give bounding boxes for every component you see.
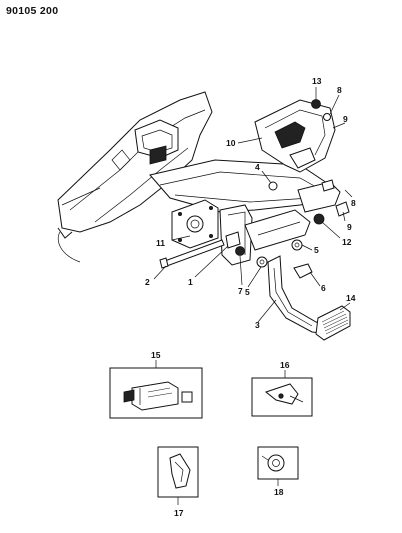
callout-2: 2	[145, 277, 150, 287]
callout-11: 11	[156, 238, 165, 248]
callout-1: 1	[188, 277, 193, 287]
pushrod	[159, 239, 225, 269]
diagram-code: 90105 200	[6, 5, 59, 17]
fasteners	[225, 99, 350, 279]
upper-mounting-bracket	[254, 99, 336, 173]
inset-18	[257, 446, 299, 486]
inset-15	[109, 360, 203, 419]
callout-17: 17	[174, 508, 184, 518]
callout-14: 14	[346, 293, 356, 303]
callout-8-top: 8	[337, 85, 342, 95]
callout-5-right: 5	[314, 245, 319, 255]
firewall-panel	[57, 91, 213, 263]
callout-9-right: 9	[347, 222, 352, 232]
leader-lines	[153, 87, 353, 323]
inset-16	[251, 370, 313, 417]
inset-17	[157, 446, 199, 505]
callout-4: 4	[255, 162, 260, 172]
callout-18: 18	[274, 487, 284, 497]
callout-5-lower: 5	[245, 287, 250, 297]
callout-6: 6	[321, 283, 326, 293]
callout-15: 15	[151, 350, 161, 360]
callout-9-top: 9	[343, 114, 348, 124]
callout-7: 7	[238, 286, 243, 296]
callout-13: 13	[312, 76, 322, 86]
callout-labels: 13 8 9 10 4 8 9 12 11 5 2 1 7 5 6 14 3 1…	[145, 76, 356, 518]
mounting-plate	[171, 199, 219, 249]
callout-3: 3	[255, 320, 260, 330]
callout-16: 16	[280, 360, 290, 370]
callout-8-right: 8	[351, 198, 356, 208]
callout-12: 12	[342, 237, 352, 247]
callout-10: 10	[226, 138, 236, 148]
clutch-pedal	[267, 255, 351, 341]
